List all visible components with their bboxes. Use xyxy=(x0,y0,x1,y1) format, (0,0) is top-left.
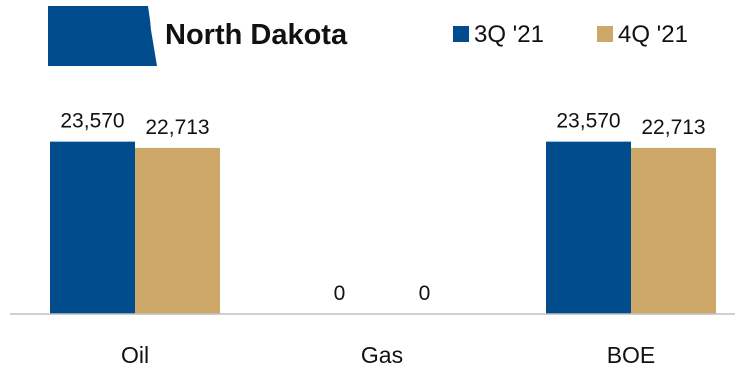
data-label-boe-series-1: 22,713 xyxy=(641,116,705,139)
bar-oil-series-0 xyxy=(50,141,135,314)
bars-group xyxy=(50,141,716,314)
category-label-gas: Gas xyxy=(361,342,403,368)
category-label-boe: BOE xyxy=(607,342,656,368)
data-label-oil-series-1: 22,713 xyxy=(145,116,209,139)
bar-oil-series-1 xyxy=(135,147,220,314)
category-labels-group: Oil Gas BOE xyxy=(121,342,655,368)
bar-boe-series-0 xyxy=(546,141,631,314)
data-label-boe-series-0: 23,570 xyxy=(556,110,620,133)
legend-label-series-0: 3Q '21 xyxy=(474,21,544,48)
legend-swatch-series-1 xyxy=(597,26,613,42)
category-label-oil: Oil xyxy=(121,342,149,368)
chart-title: North Dakota xyxy=(165,19,348,51)
legend-swatch-series-0 xyxy=(453,26,469,42)
data-labels-group: 23,570 22,713 0 0 23,570 22,713 xyxy=(60,110,705,305)
data-label-gas-series-0: 0 xyxy=(334,282,346,305)
data-label-gas-series-1: 0 xyxy=(419,282,431,305)
north-dakota-map-icon xyxy=(48,6,157,66)
data-label-oil-series-0: 23,570 xyxy=(60,110,124,133)
legend: 3Q '21 4Q '21 xyxy=(453,21,688,48)
legend-label-series-1: 4Q '21 xyxy=(618,21,688,48)
bar-boe-series-1 xyxy=(631,147,716,314)
